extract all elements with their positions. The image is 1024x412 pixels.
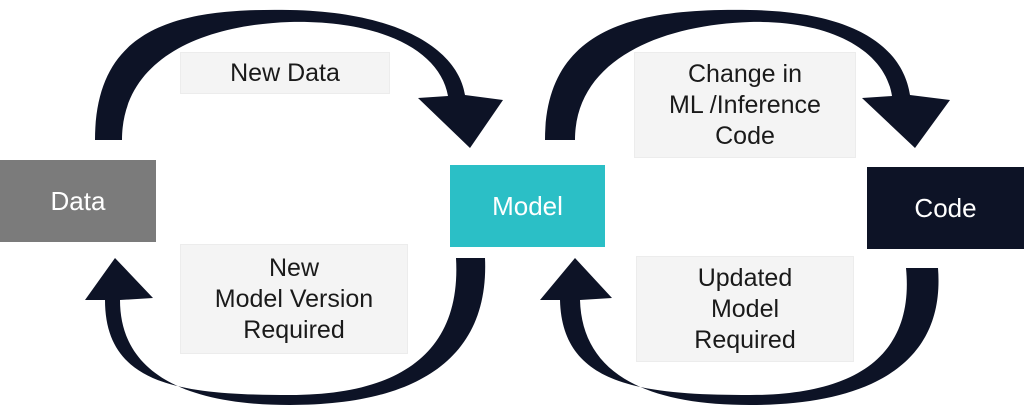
updated-model-label: Updated Model Required	[636, 256, 854, 362]
model-node: Model	[450, 165, 605, 247]
change-code-label: Change in ML /Inference Code	[634, 52, 856, 158]
code-node: Code	[867, 167, 1024, 249]
arrow-code-to-model	[540, 258, 939, 405]
arrow-model-to-code	[545, 9, 950, 148]
new-data-label: New Data	[180, 52, 390, 94]
arrow-data-to-model	[95, 9, 503, 148]
data-node: Data	[0, 160, 156, 242]
new-model-version-label: New Model Version Required	[180, 244, 408, 354]
arrow-model-to-data	[85, 258, 486, 405]
